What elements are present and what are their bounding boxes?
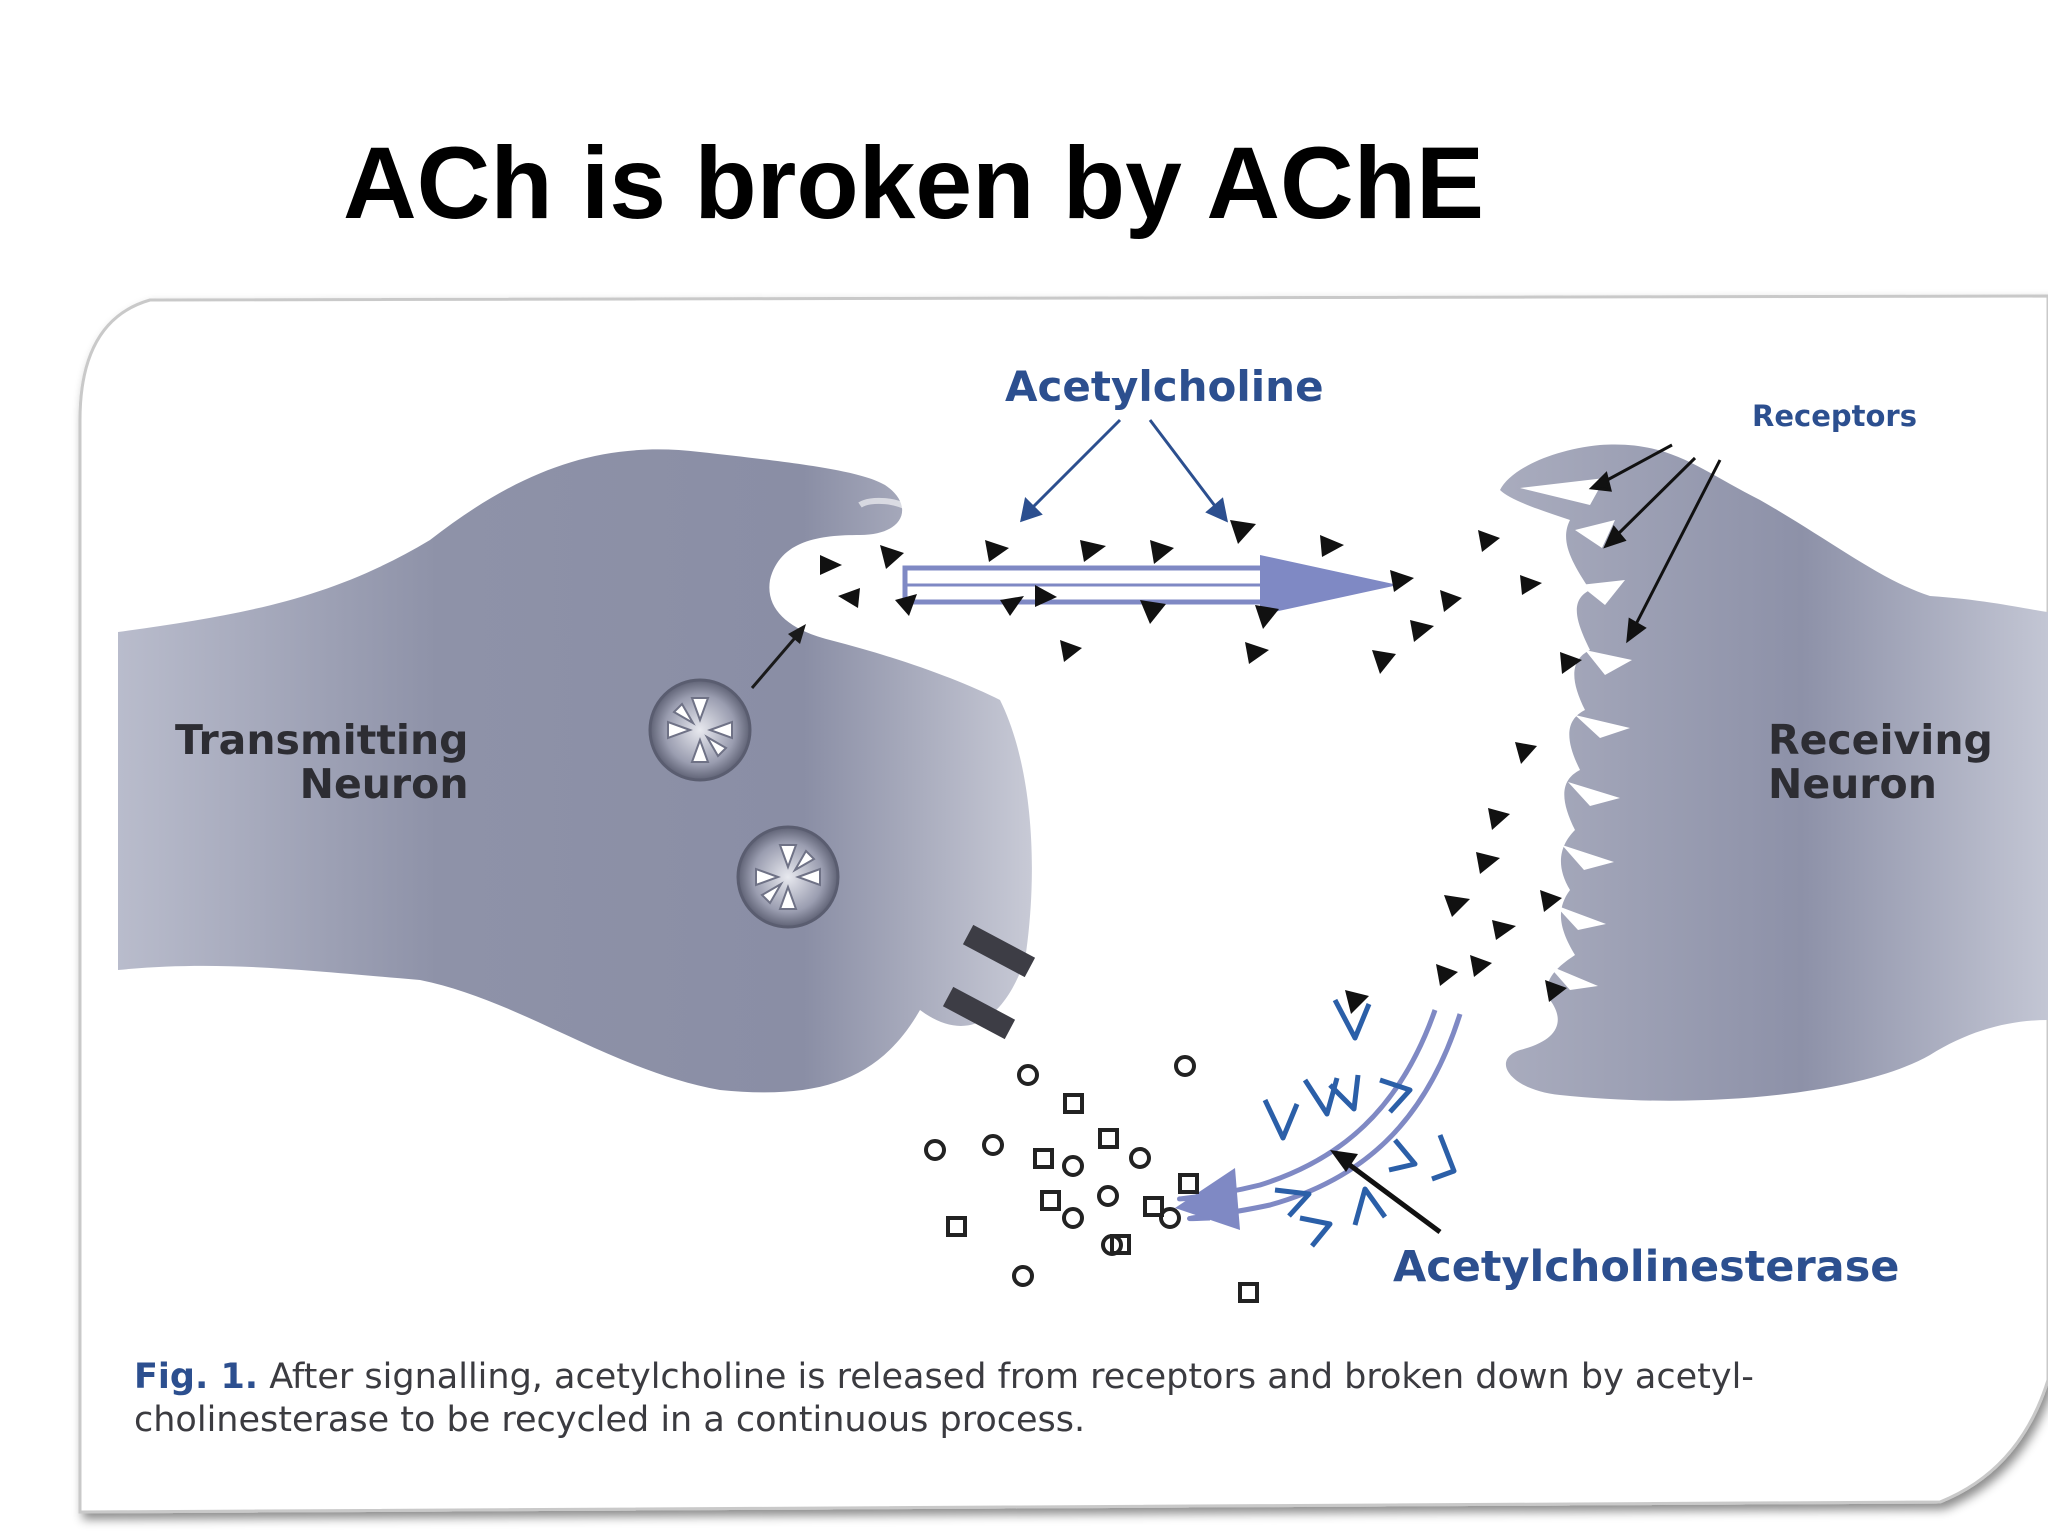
acetylcholinesterase-label: Acetylcholinesterase: [1393, 1242, 1900, 1292]
vesicle: [736, 825, 840, 929]
slide-title: ACh is broken by AChE: [343, 126, 1485, 240]
receiving-neuron-label: Receiving Neuron: [1768, 718, 1993, 807]
figure-caption-text: After signalling, acetylcholine is relea…: [134, 1357, 1754, 1441]
return-arrow: [1177, 1009, 1463, 1222]
release-arrow: [902, 555, 1398, 615]
vesicle: [648, 678, 752, 782]
transmitting-neuron-label: Transmitting Neuron: [175, 718, 469, 807]
transmitting-neuron-label-line2: Neuron: [299, 760, 469, 809]
acetylcholinesterase-enzymes: [1262, 998, 1457, 1248]
transmitting-neuron-label-line1: Transmitting: [175, 716, 469, 764]
acetylcholine-molecules: [820, 520, 1582, 1014]
acetylcholine-label: Acetylcholine: [1005, 362, 1324, 411]
receiving-neuron-label-line2: Neuron: [1768, 760, 1937, 809]
acetate-products: [946, 1093, 1259, 1303]
receiving-neuron: [1500, 444, 2048, 1101]
figure-number: Fig. 1.: [134, 1357, 259, 1397]
receptors-label: Receptors: [1752, 399, 1917, 433]
transmitting-neuron: [118, 449, 1032, 1093]
figure-caption: Fig. 1. After signalling, acetylcholine …: [134, 1356, 1934, 1442]
receiving-neuron-label-line1: Receiving: [1768, 716, 1993, 764]
